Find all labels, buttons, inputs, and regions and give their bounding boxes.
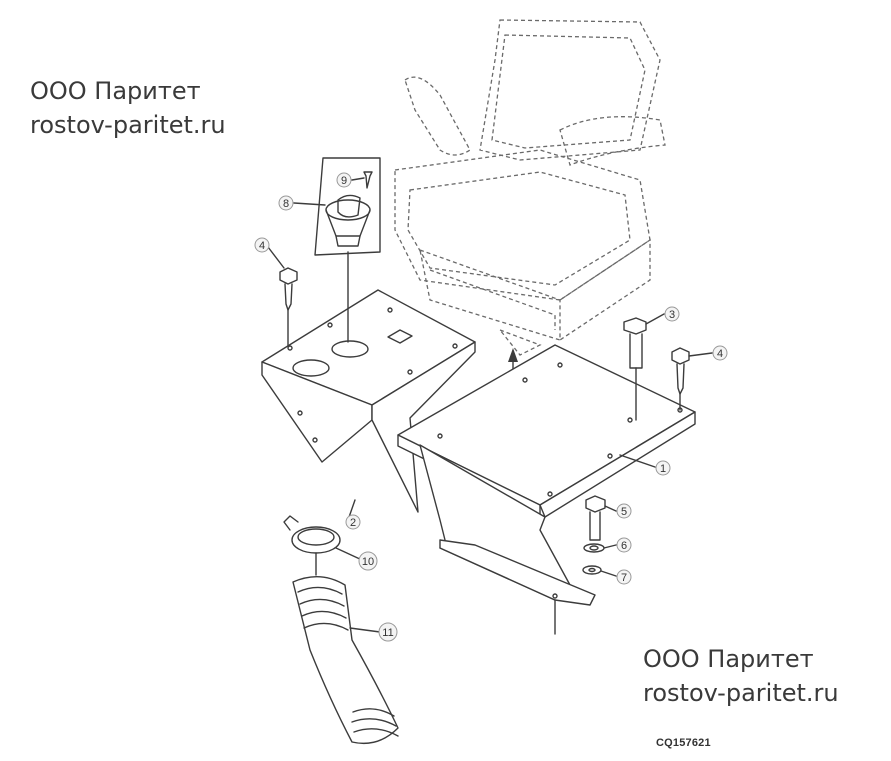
assembly-arrow-head (508, 348, 518, 362)
callout-leaders (267, 177, 713, 633)
part-4-screw-right (671, 347, 690, 411)
callout-8-label: 8 (283, 198, 289, 210)
callout-11: 11 (378, 622, 398, 642)
callout-6-label: 6 (621, 540, 627, 552)
part-8-knob-inset (314, 157, 381, 343)
part-4-screw-left (279, 267, 298, 347)
callout-1: 1 (655, 460, 671, 476)
seat-assembly-outline (394, 19, 666, 356)
watermark-website: rostov-paritet.ru (643, 679, 839, 707)
callout-1-label: 1 (660, 463, 666, 475)
callout-7: 7 (616, 569, 632, 585)
callout-3: 3 (664, 306, 680, 322)
watermark-company-name: ООО Паритет (643, 645, 814, 673)
figure-code: CQ157621 (656, 737, 711, 749)
callout-5-label: 5 (621, 506, 627, 518)
callout-9-label: 9 (341, 175, 347, 187)
callout-7-label: 7 (621, 572, 627, 584)
watermark-website: rostov-paritet.ru (30, 111, 226, 139)
callout-4-right-label: 4 (717, 348, 723, 360)
callout-8: 8 (278, 195, 294, 211)
callout-2-label: 2 (350, 517, 356, 529)
part-7-lock-washer (582, 565, 602, 575)
part-3-bolt (623, 317, 647, 421)
callout-2: 2 (345, 514, 361, 530)
part-2-bracket (261, 289, 476, 513)
callout-10-label: 10 (362, 556, 374, 568)
callout-4-left-label: 4 (259, 240, 265, 252)
callout-5: 5 (616, 503, 632, 519)
watermark-top-left: ООО Паритет rostov-paritet.ru (30, 74, 226, 142)
callout-6: 6 (616, 537, 632, 553)
part-10-hose-clamp (283, 515, 341, 576)
part-9-screw (363, 171, 373, 189)
callout-4-right: 4 (712, 345, 728, 361)
callout-3-label: 3 (669, 309, 675, 321)
callout-10: 10 (358, 551, 378, 571)
callout-4-left: 4 (254, 237, 270, 253)
part-6-washer (583, 543, 605, 553)
callout-11-label: 11 (382, 627, 393, 639)
part-1-base-plate (397, 344, 696, 635)
watermark-company-name: ООО Паритет (30, 77, 201, 105)
watermark-bottom-right: ООО Паритет rostov-paritet.ru (643, 642, 839, 710)
callout-9: 9 (336, 172, 352, 188)
part-5-bolt (585, 495, 606, 541)
part-11-flexible-hose (292, 576, 399, 745)
